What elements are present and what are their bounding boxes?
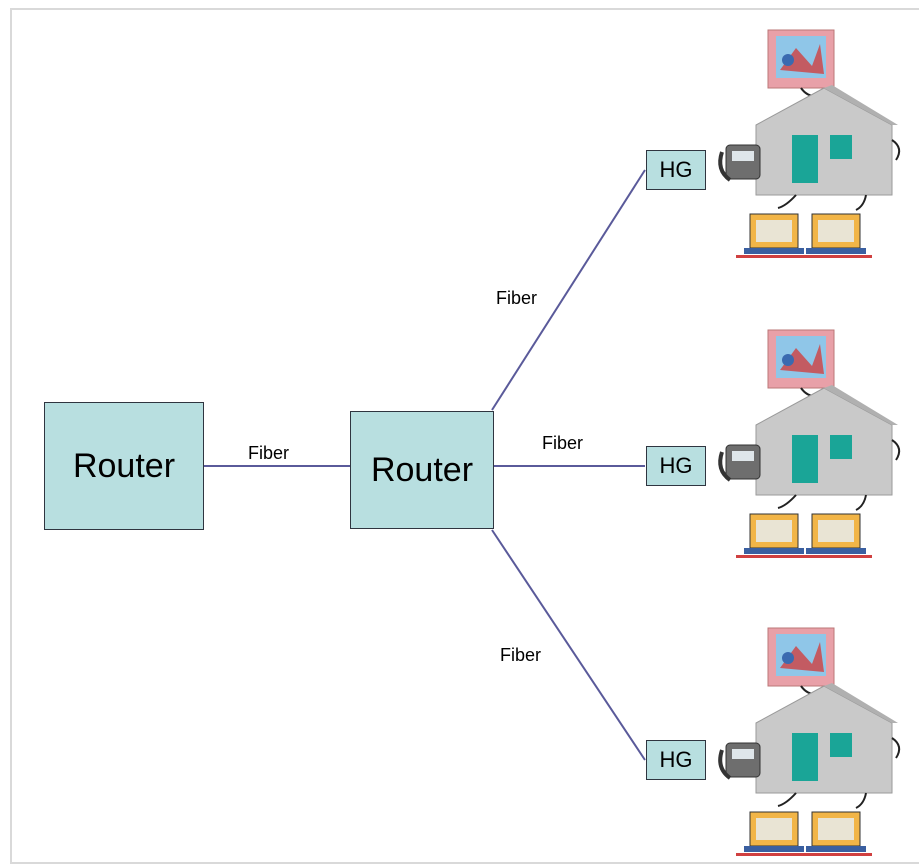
home-icon-3 <box>718 626 902 858</box>
home-gateway-1: HG <box>646 150 706 190</box>
link-edge-to-home-3 <box>491 529 646 761</box>
router-edge: Router <box>350 411 494 529</box>
label-edge-to-home-1: Fiber <box>496 288 538 308</box>
label-edge-to-home-3: Fiber <box>500 645 542 665</box>
home-gateway-3: HG <box>646 740 706 780</box>
home-icon-2 <box>718 328 902 560</box>
label-edge-to-home-2: Fiber <box>542 433 584 453</box>
diagram-frame <box>10 8 919 864</box>
home-gateway-2: HG <box>646 446 706 486</box>
link-edge-to-home-1 <box>491 169 646 411</box>
label-core-to-edge: Fiber <box>248 443 290 463</box>
home-icon-1 <box>718 28 902 260</box>
router-core: Router <box>44 402 204 530</box>
